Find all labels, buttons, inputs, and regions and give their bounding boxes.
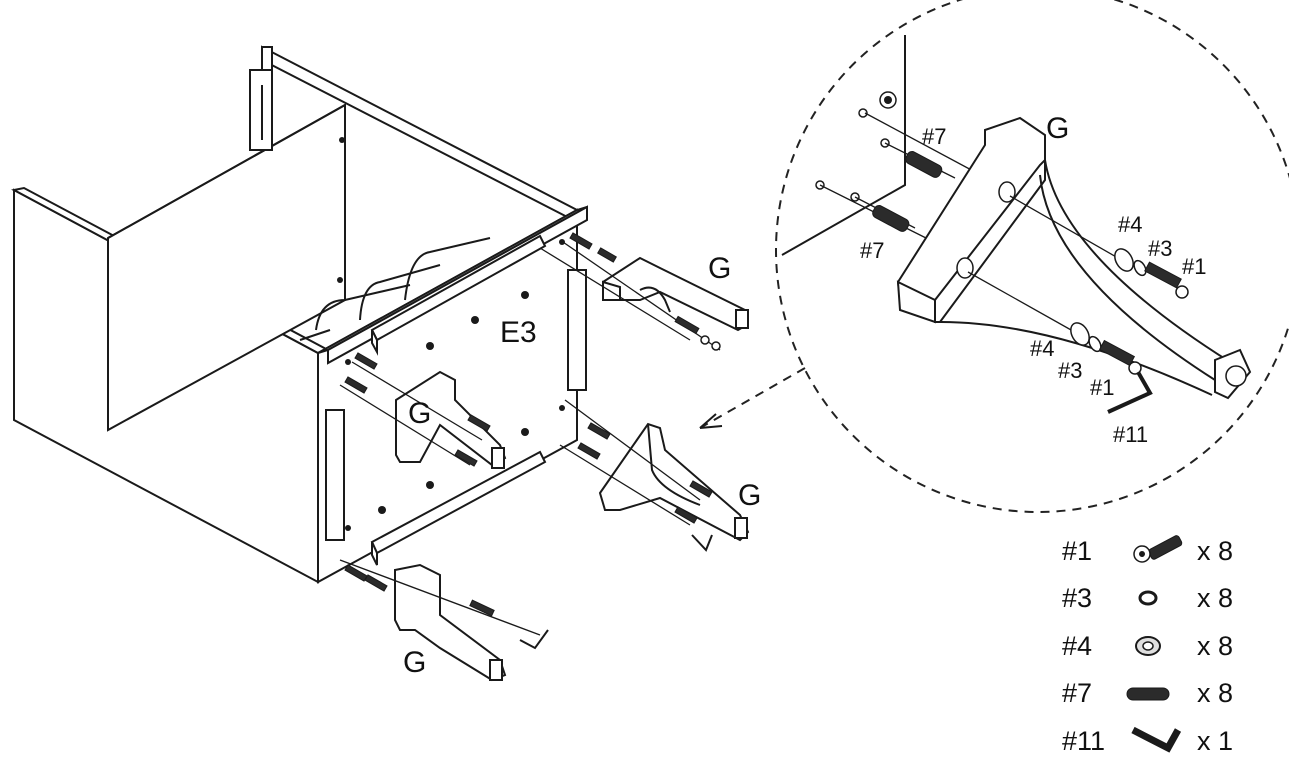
callout-line	[699, 367, 806, 429]
hardware-row-1: #1 x 8	[1062, 535, 1233, 566]
label-detail-hw7-lower: #7	[860, 238, 884, 263]
label-detail-hw3-lower: #3	[1058, 358, 1082, 383]
dowel-icon	[1126, 687, 1170, 701]
hardware-id: #3	[1062, 583, 1092, 613]
label-detail-hw11: #11	[1113, 422, 1148, 447]
hardware-stack-upper	[1114, 248, 1189, 299]
label-g-top-right: G	[708, 252, 731, 285]
flat-washer-icon	[1135, 636, 1161, 656]
detail-circle	[775, 0, 1289, 513]
leg-g-top-right: G	[539, 232, 749, 351]
label-detail-hw3-upper: #3	[1148, 236, 1172, 261]
hardware-id: #11	[1062, 726, 1105, 756]
hardware-qty: x 8	[1197, 631, 1233, 661]
hardware-id: #7	[1062, 678, 1092, 708]
label-g-bottom: G	[403, 646, 426, 679]
hardware-stack-lower	[1070, 322, 1142, 375]
leg-g-middle-left: G	[339, 352, 507, 469]
hardware-row-4: #7 x 8	[1062, 678, 1233, 708]
label-e3: E3	[500, 316, 537, 349]
hardware-qty: x 1	[1197, 726, 1233, 756]
label-g-middle-right: G	[738, 479, 761, 512]
lock-washer-icon	[1138, 590, 1158, 606]
hardware-qty: x 8	[1197, 583, 1233, 613]
dowel-upper	[905, 151, 943, 178]
bolt-set	[569, 232, 721, 351]
detail-view: #7 #7 G #4 #3 #1 #4 #3 #1 #11	[775, 0, 1289, 513]
hardware-list: #1 x 8 #3 x 8 #4 x 8 #7 x 8	[1062, 535, 1233, 756]
leg-g-detail	[896, 116, 1252, 400]
cabinet-assembly: E3	[11, 45, 588, 584]
leg-g-bottom: G	[339, 559, 549, 682]
allen-key-detail	[1107, 371, 1153, 414]
label-detail-hw4-upper: #4	[1118, 212, 1142, 237]
label-detail-hw4-lower: #4	[1030, 336, 1054, 361]
mounting-holes	[337, 137, 565, 531]
hardware-row-3: #4 x 8	[1062, 631, 1233, 661]
bolt-icon	[1133, 535, 1183, 563]
label-g-middle: G	[408, 397, 431, 430]
callout-arrowhead	[699, 413, 723, 429]
label-detail-g: G	[1046, 112, 1069, 145]
allen-key-icon	[1131, 726, 1182, 753]
hardware-id: #1	[1062, 536, 1092, 566]
leg-g-middle-right: G	[559, 399, 761, 552]
label-detail-hw7-upper: #7	[922, 124, 946, 149]
label-detail-hw1-upper: #1	[1182, 254, 1206, 279]
hardware-row-2: #3 x 8	[1062, 583, 1233, 613]
hardware-qty: x 8	[1197, 678, 1233, 708]
hardware-id: #4	[1062, 631, 1092, 661]
label-detail-hw1-lower: #1	[1090, 375, 1114, 400]
hardware-row-5: #11 x 1	[1062, 726, 1233, 756]
hardware-qty: x 8	[1197, 536, 1233, 566]
dowel-lower	[872, 205, 910, 232]
